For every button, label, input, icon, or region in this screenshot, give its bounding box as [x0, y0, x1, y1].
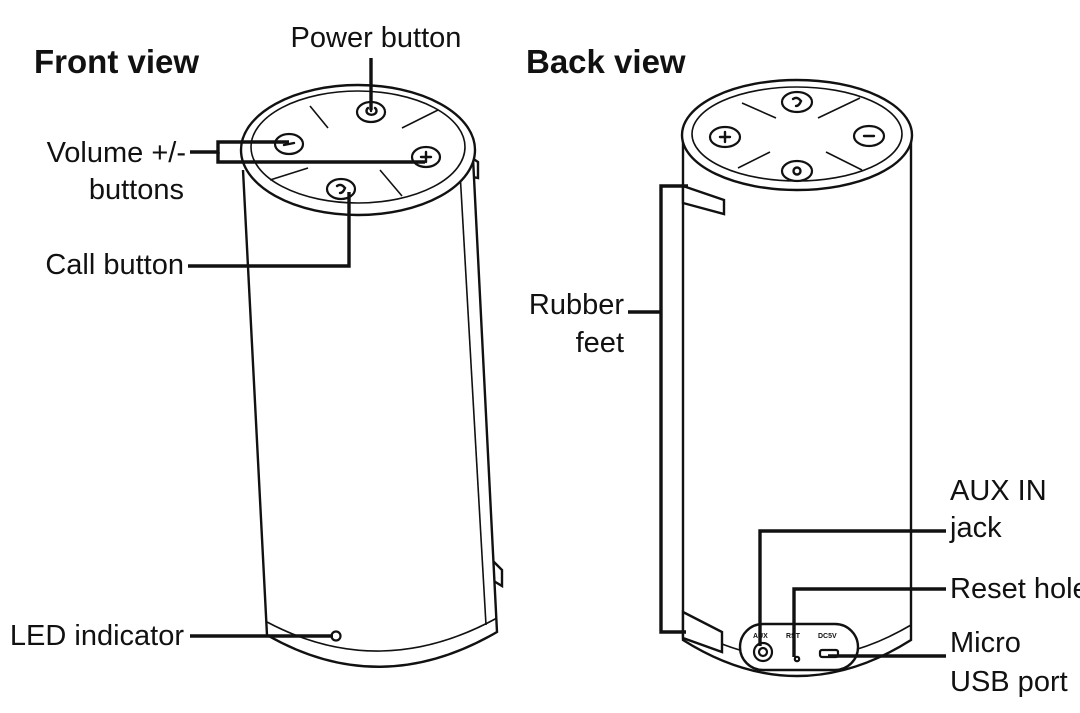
back-divider: [825, 151, 863, 171]
back-divider: [737, 151, 771, 169]
back-top-rim: [680, 78, 914, 192]
front-volume-minus-button[interactable]: [273, 132, 305, 156]
label-call-button: Call button: [45, 249, 184, 281]
back-call-button[interactable]: [780, 90, 814, 114]
label-feet-line1: Rubber: [529, 289, 624, 321]
aux-in-jack[interactable]: [752, 641, 774, 663]
label-led-indicator: LED indicator: [10, 620, 184, 652]
front-top-rim: [239, 83, 477, 217]
reset-hole[interactable]: [793, 655, 801, 663]
back-rubber-foot-top: [681, 184, 726, 216]
front-divider: [401, 109, 439, 129]
label-feet-line2: feet: [576, 327, 624, 359]
front-divider: [379, 169, 403, 197]
back-volume-minus-button[interactable]: [852, 124, 886, 148]
back-volume-plus-button[interactable]: [708, 125, 742, 149]
front-divider: [309, 105, 329, 129]
back-speaker: AUX RST DC5V: [680, 78, 914, 678]
front-view-title: Front view: [34, 43, 199, 80]
label-aux-line1: AUX IN: [950, 475, 1047, 507]
front-speaker: [239, 83, 504, 668]
front-body-edge: [459, 171, 487, 626]
power-icon: [365, 106, 378, 116]
label-power-button: Power button: [291, 22, 462, 54]
front-divider: [269, 167, 309, 181]
front-body: [241, 157, 499, 668]
label-volume-line2: buttons: [89, 174, 184, 206]
front-call-button[interactable]: [325, 177, 357, 201]
label-usb-line1: Micro: [950, 627, 1021, 659]
label-volume-line1: Volume +/-: [47, 137, 186, 169]
back-divider: [817, 97, 861, 119]
back-view-title: Back view: [526, 43, 686, 80]
power-icon: [792, 166, 802, 176]
label-reset-hole: Reset hole: [950, 573, 1080, 605]
leader-aux: [758, 529, 946, 646]
minus-icon: [282, 141, 296, 147]
front-volume-plus-button[interactable]: [410, 145, 442, 169]
leader-lines: [188, 58, 946, 658]
phone-icon: [335, 183, 347, 195]
back-body: [681, 138, 913, 678]
leader-reset: [792, 587, 946, 657]
leader-call: [188, 192, 351, 268]
phone-icon: [791, 96, 803, 108]
label-aux-line2: jack: [949, 512, 1002, 544]
port-label-dc: DC5V: [818, 633, 837, 640]
front-top-ring: [250, 90, 466, 204]
back-power-button[interactable]: [780, 159, 814, 183]
leader-volume-plus: [216, 152, 425, 164]
leader-volume-minus: [190, 140, 289, 154]
leader-feet-bracket: [659, 184, 688, 634]
back-rubber-foot-bottom: [681, 610, 724, 654]
back-divider: [741, 102, 777, 119]
label-usb-line2: USB port: [950, 666, 1068, 698]
